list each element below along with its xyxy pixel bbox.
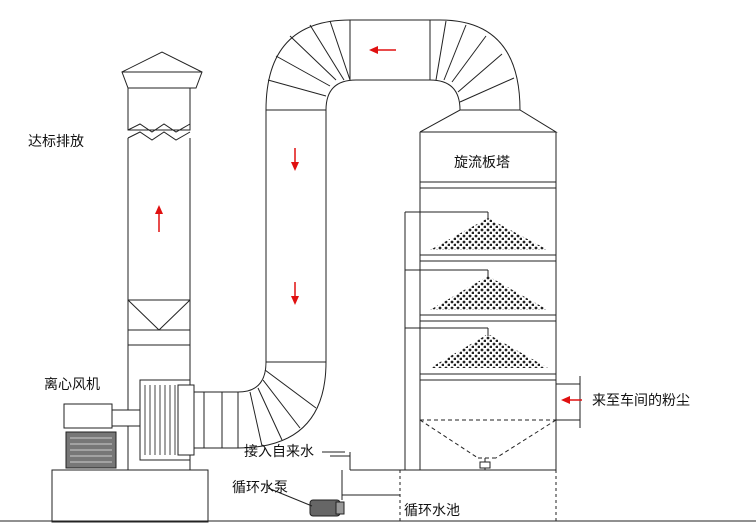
base-platform [51, 469, 209, 523]
circulation-pump [309, 499, 345, 517]
spray-tower [419, 109, 558, 470]
flow-arrows [155, 46, 582, 404]
label-dust: 来至车间的粉尘 [592, 393, 690, 409]
vertical-duct [265, 110, 327, 362]
label-tap-water: 接入自来水 [244, 444, 314, 460]
dust-inlet [556, 376, 581, 428]
centrifugal-fan [63, 379, 195, 469]
label-fan: 离心风机 [44, 377, 100, 393]
label-pool: 循环水池 [404, 503, 460, 519]
water-pool-piping [330, 452, 557, 521]
label-discharge: 达标排放 [28, 134, 84, 150]
label-pump: 循环水泵 [232, 480, 288, 496]
spray-pipes [404, 211, 489, 470]
top-arch-duct [265, 19, 521, 111]
arrow-down-duct-2 [291, 282, 299, 305]
arrow-dust-in [561, 396, 582, 404]
arrow-left-top [369, 46, 396, 54]
packing-layer-3 [430, 334, 548, 368]
packing-layer-2 [430, 276, 548, 310]
arrow-up-stack [155, 205, 163, 232]
packing-layer-1 [430, 218, 548, 250]
label-tower: 旋流板塔 [454, 155, 510, 171]
exhaust-stack [121, 51, 203, 470]
arrow-down-duct-1 [291, 148, 299, 171]
fan-outlet-duct [194, 361, 327, 449]
